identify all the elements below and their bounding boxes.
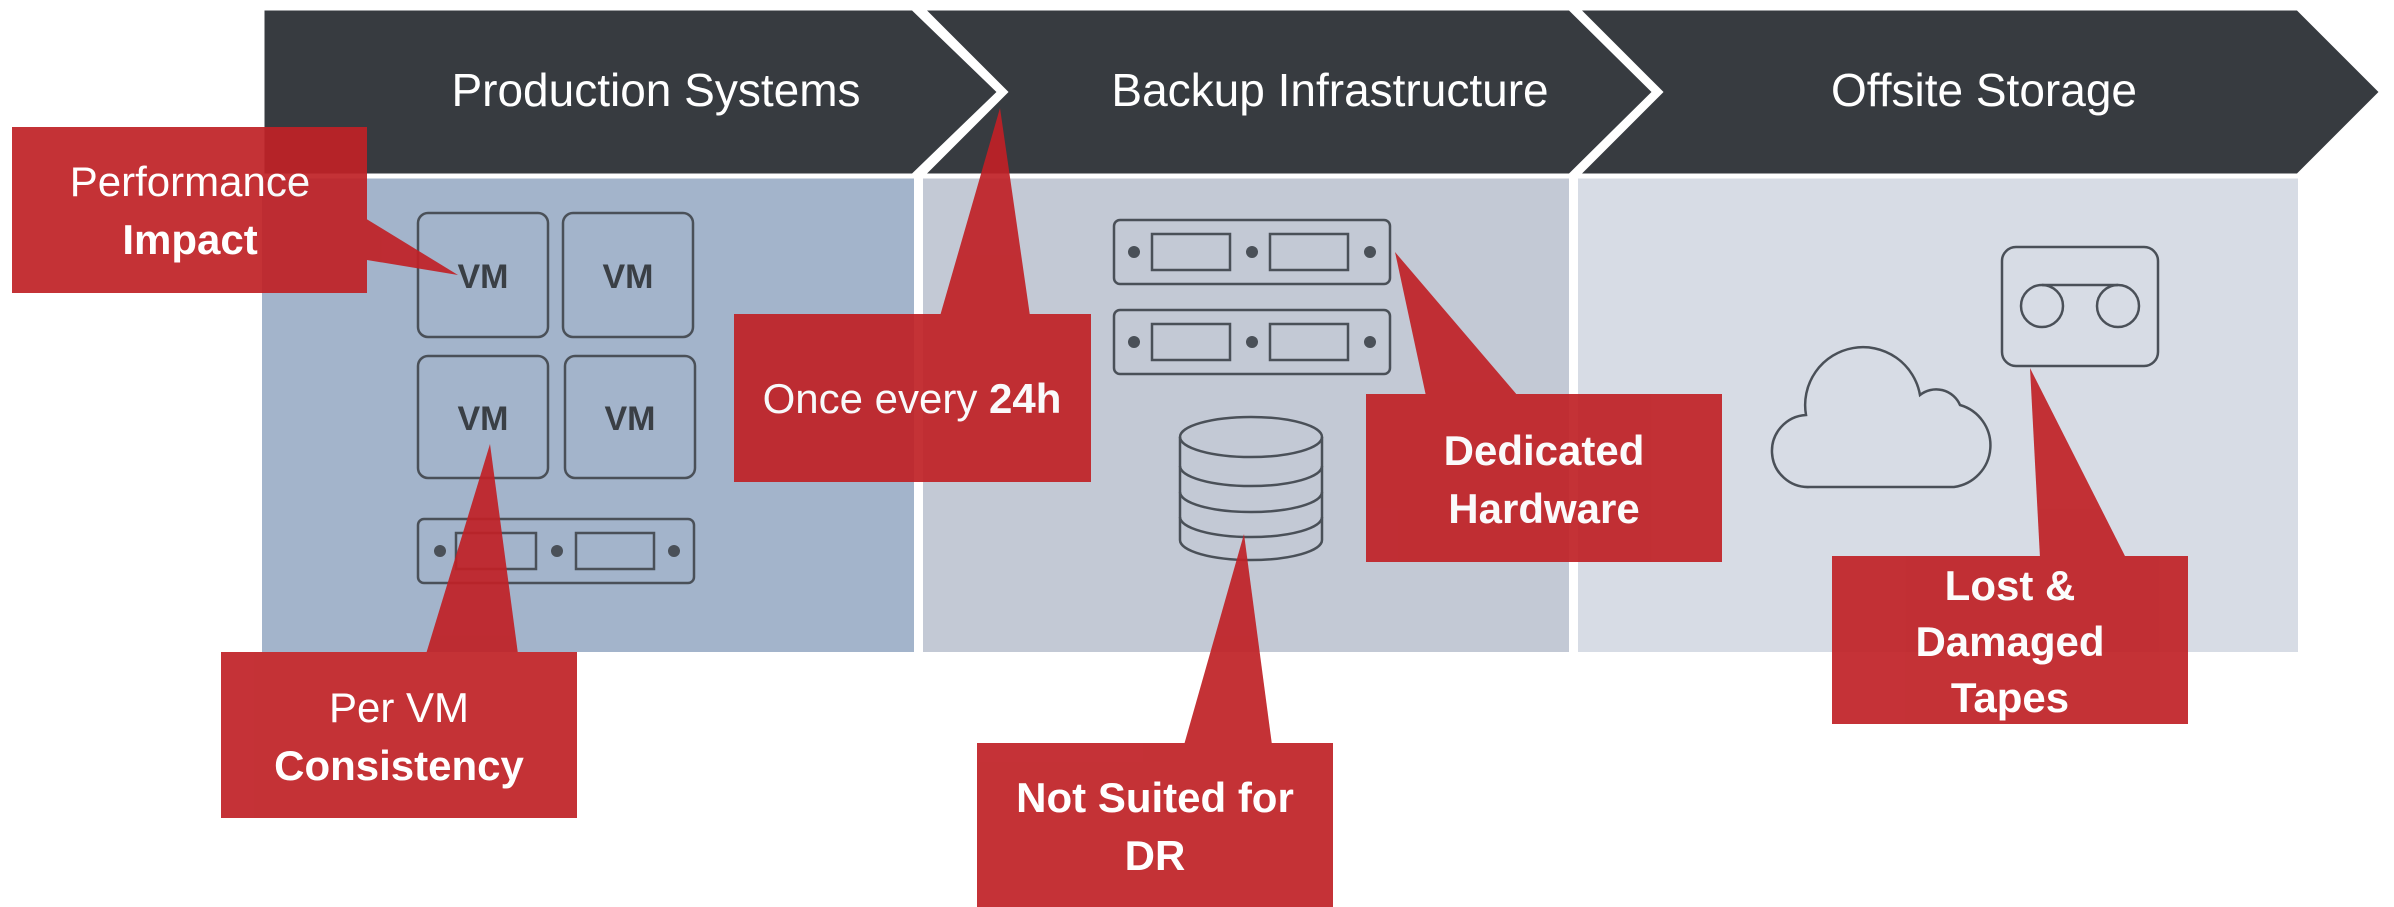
callout-performance-line2: Impact xyxy=(122,216,257,263)
server-icon xyxy=(1112,308,1392,376)
database-icon xyxy=(1178,415,1324,562)
callout-lost-damaged-tapes: Lost & Damaged Tapes xyxy=(1832,368,2188,724)
callout-dedicated-line2: Hardware xyxy=(1448,485,1639,532)
stage-chevron-offsite xyxy=(1569,5,2386,179)
callout-once-prefix: Once every xyxy=(763,375,989,422)
vm-box: VM xyxy=(561,211,695,339)
stage-label-backup: Backup Infrastructure xyxy=(1111,64,1548,116)
callout-lost-line2: Damaged xyxy=(1915,618,2104,665)
callout-performance-impact: Performance Impact xyxy=(12,127,458,293)
callout-lost-line3: Tapes xyxy=(1951,674,2069,721)
stage-header-bar: Production Systems Backup Infrastructure… xyxy=(259,5,2386,179)
stage-label-production: Production Systems xyxy=(451,64,860,116)
server-icon xyxy=(1112,218,1392,286)
callout-performance-line1: Performance xyxy=(70,158,310,205)
callout-not-suited-line1: Not Suited for xyxy=(1016,774,1294,821)
tape-icon xyxy=(2000,245,2160,368)
stage-chevron-backup xyxy=(914,5,1659,179)
stage-label-offsite: Offsite Storage xyxy=(1831,64,2137,116)
vm-box: VM xyxy=(416,211,550,339)
server-icon xyxy=(416,517,696,585)
callout-lost-line1: Lost & xyxy=(1945,562,2076,609)
callout-not-suited-for-dr: Not Suited for DR xyxy=(977,534,1333,907)
vm-grid: VM VM VM VM xyxy=(416,211,697,480)
callout-not-suited-line2: DR xyxy=(1125,832,1186,879)
vm-label: VM xyxy=(458,258,509,296)
vm-label: VM xyxy=(458,400,509,438)
callout-dedicated-hardware: Dedicated Hardware xyxy=(1366,252,1722,562)
callout-once-every-24h: Once every 24h xyxy=(734,108,1091,482)
callout-dedicated-line1: Dedicated xyxy=(1444,427,1645,474)
callout-per-vm-line1: Per VM xyxy=(329,684,469,731)
vm-label: VM xyxy=(605,400,656,438)
callout-per-vm-consistency: Per VM Consistency xyxy=(221,444,577,818)
cloud-icon xyxy=(1770,345,1992,489)
vm-label: VM xyxy=(603,258,654,296)
callout-per-vm-line2: Consistency xyxy=(274,742,524,789)
callout-once-text: Once every 24h xyxy=(763,375,1062,422)
callout-once-bold: 24h xyxy=(989,375,1061,422)
vm-box: VM xyxy=(563,354,697,480)
